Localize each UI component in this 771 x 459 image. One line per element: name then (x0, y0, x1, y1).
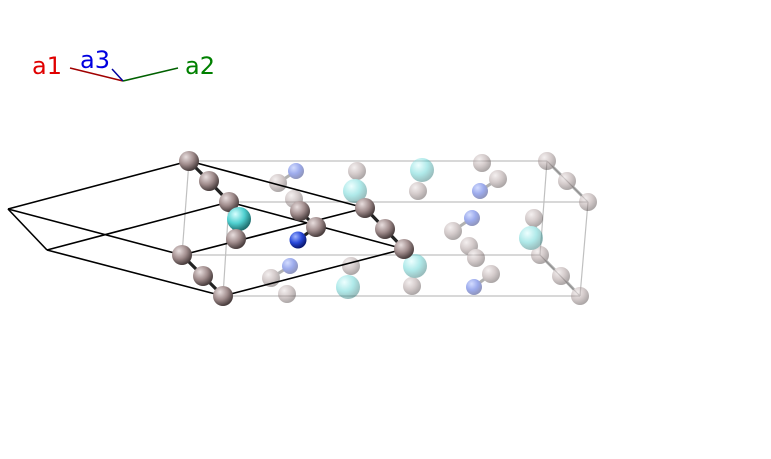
atom-grey (394, 239, 414, 259)
a1-axis-label: a1 (32, 52, 62, 80)
atom-grey (199, 171, 219, 191)
atom-grey (290, 201, 310, 221)
atoms (172, 151, 414, 306)
atom-grey (375, 219, 395, 239)
a2-axis-label: a2 (185, 52, 215, 80)
atom-grey (179, 151, 199, 171)
atom-grey (226, 229, 246, 249)
atom-blue (289, 231, 307, 249)
atom-grey (306, 217, 326, 237)
ghost-atoms (262, 152, 597, 305)
atom-grey (219, 192, 239, 212)
atom-grey (213, 286, 233, 306)
a2-axis-line (122, 67, 179, 82)
atom-grey (172, 245, 192, 265)
atom-grey (193, 266, 213, 286)
a3-axis-label: a3 (80, 46, 110, 74)
a1-axis-line (69, 67, 124, 82)
axis-triad: a1 a3 a2 (32, 46, 215, 82)
a3-axis-line (111, 68, 124, 82)
atom-grey (355, 198, 375, 218)
atom-cyan (227, 207, 251, 231)
